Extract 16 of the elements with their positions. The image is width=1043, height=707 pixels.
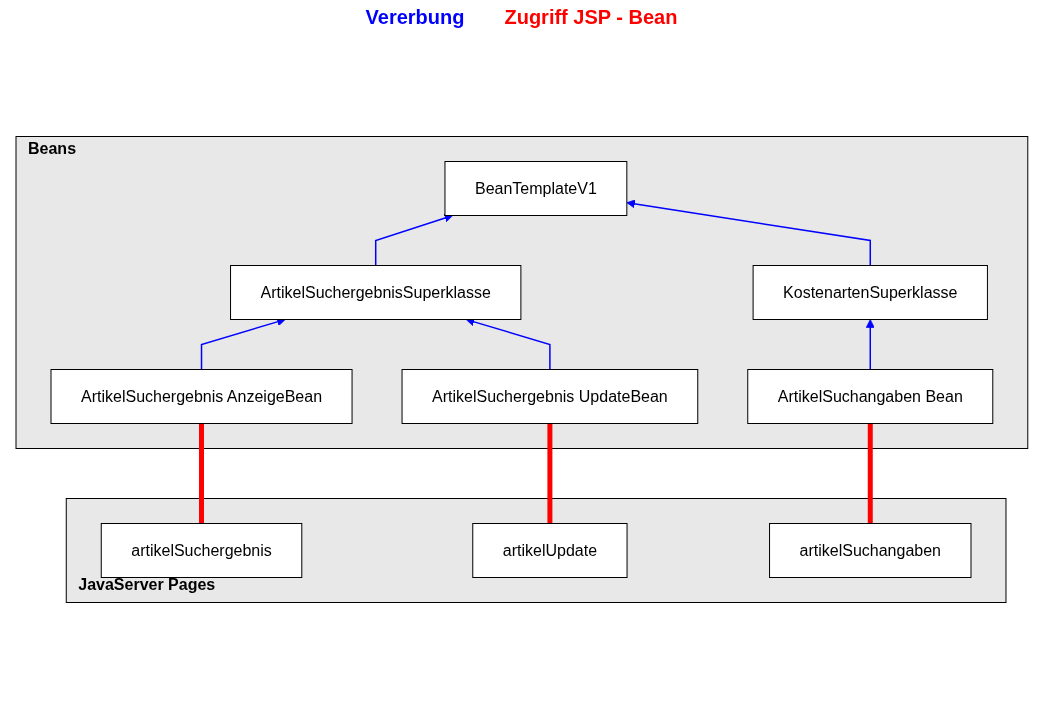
connector bbox=[198, 423, 204, 524]
connector bbox=[547, 423, 552, 524]
arrow bbox=[865, 319, 875, 371]
node-box: ArtikelSuchergebnis UpdateBean bbox=[401, 369, 698, 424]
node-box: ArtikelSuchergebnis AnzeigeBean bbox=[50, 369, 353, 424]
node-box: ArtikelSuchangaben Bean bbox=[746, 369, 993, 424]
annotation-text: Vererbung bbox=[365, 6, 465, 30]
arrow bbox=[626, 199, 871, 267]
node-box: KostenartenSuperklasse bbox=[752, 265, 988, 320]
node-box: BeanTemplateV1 bbox=[444, 161, 627, 216]
node-box: artikelUpdate bbox=[471, 523, 628, 578]
connector bbox=[867, 423, 873, 524]
annotation-text: Zugriff JSP - Bean bbox=[504, 6, 678, 30]
node-box: ArtikelSuchergebnisSuperklasse bbox=[229, 265, 521, 320]
node-box: artikelSuchangaben bbox=[768, 523, 972, 578]
node-box: artikelSuchergebnis bbox=[100, 523, 302, 578]
